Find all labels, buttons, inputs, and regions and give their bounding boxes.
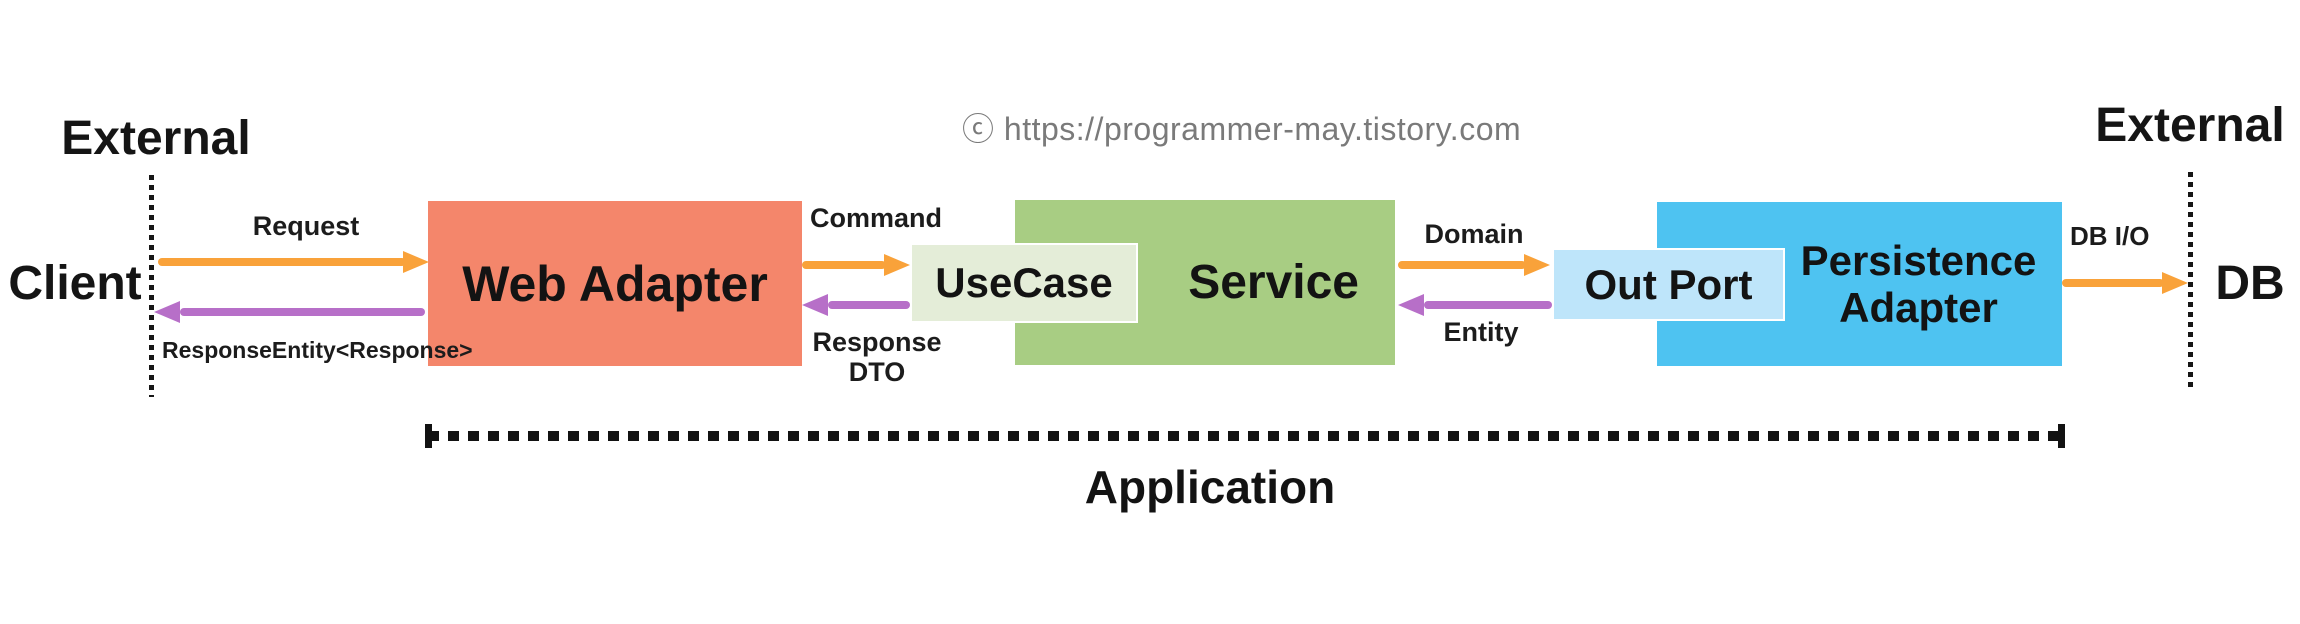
db-io-arrow — [2062, 279, 2164, 287]
out-port-box: Out Port — [1552, 248, 1785, 321]
domain-arrow-label: Domain — [1424, 219, 1524, 249]
application-scope-bracket — [425, 424, 2065, 448]
domain-arrow — [1398, 261, 1526, 269]
domain-arrowhead-icon — [1524, 254, 1550, 276]
request-arrow — [158, 258, 406, 266]
client-label: Client — [8, 257, 142, 310]
db-io-arrowhead-icon — [2162, 272, 2188, 294]
external-label-right: External — [2095, 99, 2285, 152]
application-label: Application — [1084, 461, 1336, 513]
db-io-arrow-label: DB I/O — [2070, 221, 2150, 251]
external-label-left: External — [61, 112, 251, 165]
entity-arrow-label: Entity — [1443, 317, 1519, 347]
usecase-box: UseCase — [910, 243, 1138, 323]
response-dto-label-line2: DTO — [848, 357, 906, 387]
command-arrow — [802, 261, 886, 269]
command-arrowhead-icon — [884, 254, 910, 276]
command-arrow-label: Command — [810, 203, 943, 233]
response-dto-arrow-label: Response DTO — [797, 327, 957, 387]
response-dto-label-line1: Response — [812, 327, 942, 357]
request-arrowhead-icon — [403, 251, 429, 273]
copyright-notice: ⓒ https://programmer-may.tistory.com — [962, 111, 1522, 147]
bracket-left-tick — [425, 424, 432, 448]
db-boundary-dotted-line — [2188, 172, 2193, 390]
response-entity-arrowhead-icon — [154, 301, 180, 323]
persistence-adapter-label-line1: Persistence — [1800, 236, 2037, 284]
persistence-adapter-label-line2: Adapter — [1839, 284, 1998, 331]
entity-arrow — [1424, 301, 1552, 309]
response-entity-arrow — [180, 308, 425, 316]
request-arrow-label: Request — [252, 211, 360, 241]
usecase-label: UseCase — [935, 259, 1113, 306]
bracket-right-tick — [2058, 424, 2065, 448]
response-dto-arrowhead-icon — [802, 294, 828, 316]
out-port-label: Out Port — [1584, 260, 1753, 308]
response-dto-arrow — [828, 301, 910, 309]
db-label: DB — [2215, 257, 2285, 310]
client-boundary-dotted-line — [149, 175, 154, 397]
web-adapter-label: Web Adapter — [462, 255, 768, 312]
web-adapter-box: Web Adapter — [428, 201, 802, 366]
entity-arrowhead-icon — [1398, 294, 1424, 316]
response-entity-arrow-label: ResponseEntity<Response> — [162, 337, 473, 363]
service-label: Service — [1188, 256, 1359, 309]
